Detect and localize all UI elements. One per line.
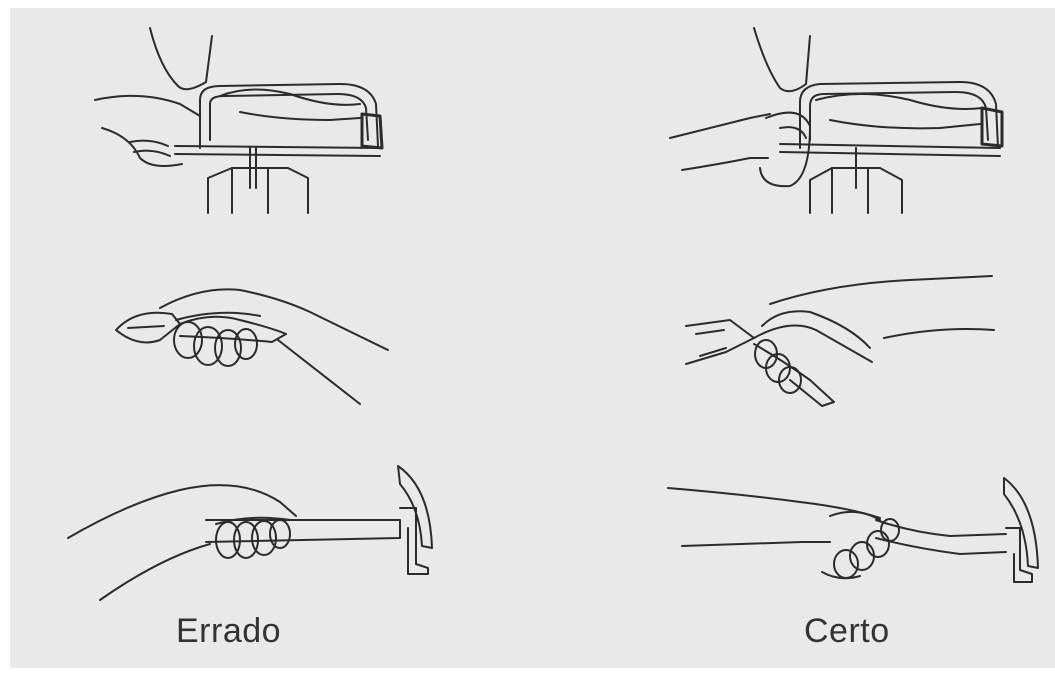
hand-icon (160, 289, 388, 404)
hand-icon (668, 488, 899, 578)
wrong-pliers-figure (116, 289, 388, 404)
diagram-panel: Errado Certo (10, 8, 1055, 668)
right-pliers-figure (686, 276, 994, 406)
wrong-hammer-figure (68, 466, 432, 600)
tool-grip-illustrations (10, 8, 1055, 668)
caption-wrong: Errado (176, 612, 281, 651)
hacksaw-icon (175, 84, 382, 156)
hand-icon (755, 276, 994, 393)
vise-icon (208, 148, 308, 213)
caption-right: Certo (804, 612, 890, 651)
right-hacksaw-figure (670, 28, 1002, 213)
wrong-hacksaw-figure (95, 28, 382, 213)
right-hammer-figure (668, 478, 1038, 582)
pliers-icon (686, 320, 872, 406)
hammer-icon (876, 478, 1038, 582)
hand-icon (670, 28, 982, 170)
hand-icon (68, 485, 296, 600)
hand-icon (95, 28, 360, 166)
vise-icon (810, 148, 902, 213)
hacksaw-icon (760, 82, 1002, 186)
